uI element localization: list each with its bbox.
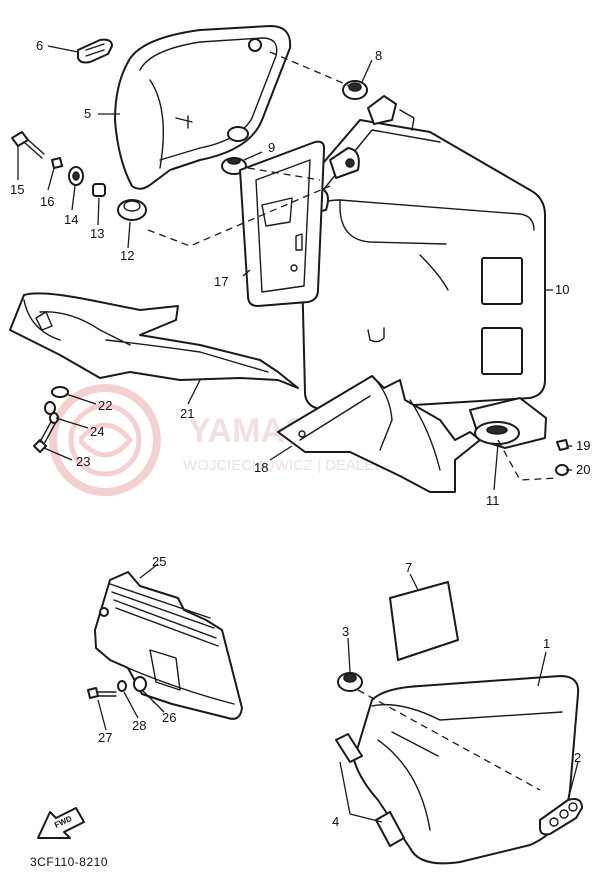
callout-12: 12: [120, 248, 134, 263]
grommet-part-12: [117, 199, 147, 221]
callout-24: 24: [90, 424, 104, 439]
damper-part-4: [335, 733, 405, 847]
bolt-part-15: [11, 131, 45, 159]
washer-part-22: [51, 386, 69, 398]
callout-23: 23: [76, 454, 90, 469]
callout-18: 18: [254, 460, 268, 475]
callout-13: 13: [90, 226, 104, 241]
bracket-part-17: [239, 140, 326, 307]
cover-part-25: [94, 571, 243, 720]
collar-part-24: [44, 401, 59, 424]
callout-25: 25: [152, 554, 166, 569]
leader-lines: [17, 45, 579, 823]
emblem-part-6: [77, 38, 113, 64]
collar-part-13: [92, 183, 106, 197]
callout-20: 20: [576, 462, 590, 477]
grommet-part-11: [474, 421, 520, 445]
grommet-part-3: [337, 672, 363, 692]
callout-1: 1: [543, 636, 550, 651]
callout-17: 17: [214, 274, 228, 289]
grommet-part-8: [342, 80, 368, 100]
callout-11: 11: [486, 493, 500, 508]
callout-28: 28: [132, 718, 146, 733]
callout-4: 4: [332, 814, 339, 829]
callout-16: 16: [40, 194, 54, 209]
callout-7: 7: [405, 560, 412, 575]
bolt-part-27: [87, 687, 117, 699]
callout-9: 9: [268, 140, 275, 155]
callout-10: 10: [555, 282, 569, 297]
callout-15: 15: [10, 182, 24, 197]
collar-part-28: [117, 680, 127, 692]
forward-arrow-icon: FWD: [37, 807, 85, 839]
callout-22: 22: [98, 398, 112, 413]
bolt-part-23: [33, 419, 57, 453]
label-part-7: [389, 581, 459, 661]
emblem-part-2: [539, 798, 583, 836]
duct-part-21: [9, 292, 299, 389]
document-code: 3CF110-8210: [30, 855, 108, 869]
nut-part-16: [51, 157, 63, 169]
side-cover-part-5: [114, 25, 292, 190]
battery-box-part-10: [299, 95, 546, 411]
callout-3: 3: [342, 624, 349, 639]
callout-27: 27: [98, 730, 112, 745]
callout-2: 2: [574, 750, 581, 765]
callout-5: 5: [84, 106, 91, 121]
washer-part-26: [133, 676, 147, 692]
callout-labels: 6 5 8 9 10 11 12 13 14 15 16 17 18 19 20…: [10, 38, 590, 829]
bolt-part-19: [556, 439, 569, 451]
washer-part-14: [68, 166, 84, 186]
callout-6: 6: [36, 38, 43, 53]
callout-21: 21: [180, 406, 194, 421]
callout-26: 26: [162, 710, 176, 725]
callout-14: 14: [64, 212, 78, 227]
callout-19: 19: [576, 438, 590, 453]
callout-8: 8: [375, 48, 382, 63]
assembly-lines: [147, 51, 559, 791]
